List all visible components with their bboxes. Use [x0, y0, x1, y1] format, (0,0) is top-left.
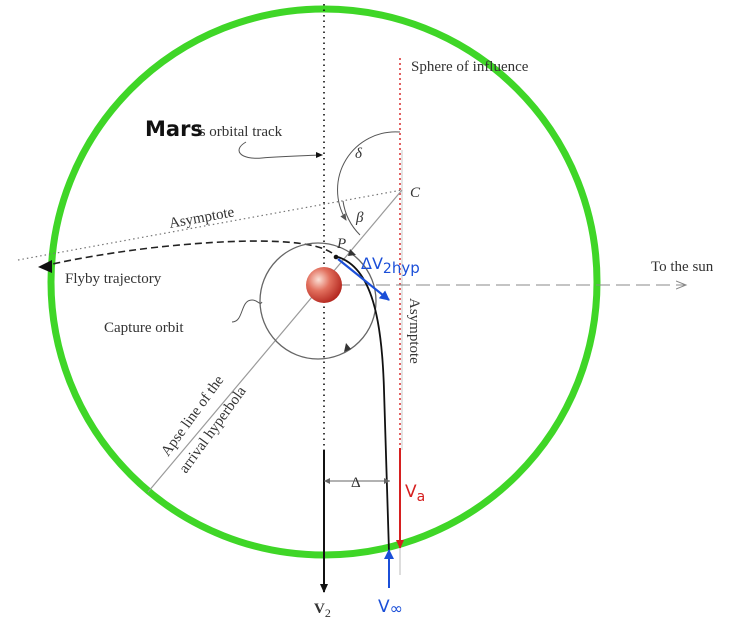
aiming-radius-arrow-left: [324, 478, 330, 484]
asymptote-upper-label: Asymptote: [168, 204, 236, 232]
arrival-hyperbola: [337, 256, 390, 553]
beta-angle-arc: [342, 200, 361, 236]
to-the-sun-label: To the sun: [651, 259, 714, 275]
delta-v2-hyp-label: ΔV2hyp: [361, 254, 420, 277]
apse-line: [147, 189, 403, 493]
delta-angle-label: δ: [355, 146, 363, 162]
flyby-arrowhead: [38, 260, 52, 273]
point-c-label: C: [410, 185, 421, 201]
delta-angle-arc: [337, 131, 401, 221]
flyby-trajectory: [43, 240, 333, 267]
aiming-radius-arrow-right: [384, 478, 390, 484]
v-inf-label: V∞: [378, 597, 403, 618]
orbital-track-leader: [238, 141, 319, 159]
v-a-label: Va: [405, 482, 425, 505]
orbital-track-leader-arrow: [316, 152, 323, 158]
beta-angle-label: β: [355, 210, 364, 226]
capture-orbit-arrow-top: [348, 249, 356, 256]
aiming-radius-label: Δ: [351, 475, 361, 491]
point-p-label: P: [336, 236, 346, 252]
orbital-track-label: 's orbital track: [197, 124, 283, 140]
mars-label: Mars: [145, 117, 203, 141]
asymptote-upper-line: [17, 189, 403, 261]
capture-orbit-label: Capture orbit: [104, 320, 184, 336]
asymptote-vertical-label: Asymptote: [406, 298, 422, 364]
periapsis-dot: [333, 254, 339, 260]
capture-orbit-leader: [231, 299, 263, 323]
capture-orbit: [259, 242, 377, 360]
capture-orbit-arrow-bottom: [344, 343, 351, 352]
sphere-of-influence-label: Sphere of influence: [411, 59, 529, 75]
delta-v2-hyp-arrow: [337, 258, 390, 301]
v2-label: V2: [314, 601, 331, 620]
mars-planet: [306, 267, 342, 303]
flyby-trajectory-label: Flyby trajectory: [65, 271, 162, 287]
